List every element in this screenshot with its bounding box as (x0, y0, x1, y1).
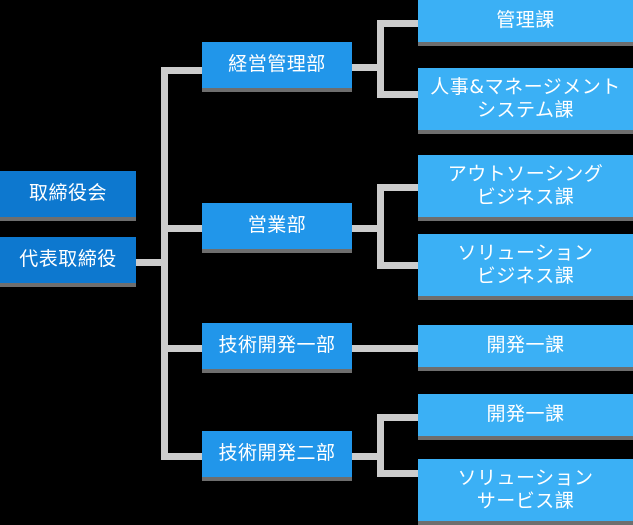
connector-mgmt-to-admin (377, 20, 421, 27)
node-mgmt-div-label: 経営管理部 (228, 53, 326, 76)
node-board-label: 取締役会 (28, 182, 107, 205)
node-dev-sec-2[interactable]: 開発一課 (418, 394, 633, 440)
node-dev-sec-1-label: 開発一課 (486, 334, 565, 357)
connector-techdev2-to-dev2 (377, 414, 421, 421)
connector-trunk-to-techdev1 (161, 345, 206, 352)
node-ceo[interactable]: 代表取締役 (0, 237, 136, 287)
connector-techdev1-to-dev1 (352, 345, 421, 352)
node-hr-sys-sec[interactable]: 人事&マネージメント システム課 (418, 68, 633, 134)
node-tech-dev-2-label: 技術開発二部 (218, 442, 336, 465)
node-tech-dev-1-label: 技術開発一部 (218, 334, 336, 357)
node-ceo-label: 代表取締役 (19, 248, 117, 271)
connector-trunk-to-mgmt (161, 67, 206, 74)
connector-sales-to-outsourcing (377, 184, 421, 191)
node-admin-sec-label: 管理課 (496, 9, 555, 32)
node-sales-div[interactable]: 営業部 (202, 203, 352, 253)
node-hr-sys-sec-label: 人事&マネージメント システム課 (430, 75, 621, 121)
connector-sales-vertical (377, 184, 384, 269)
connector-mgmt-stem (352, 64, 384, 71)
connector-sales-to-solutionbiz (377, 262, 421, 269)
node-board[interactable]: 取締役会 (0, 171, 136, 221)
node-solution-svc-sec[interactable]: ソリューション サービス課 (418, 459, 633, 525)
node-sales-div-label: 営業部 (247, 214, 307, 237)
node-solution-biz-sec[interactable]: ソリューション ビジネス課 (418, 234, 633, 300)
node-solution-biz-sec-label: ソリューション ビジネス課 (457, 241, 594, 287)
connector-techdev2-stem (352, 453, 384, 460)
node-solution-svc-sec-label: ソリューション サービス課 (457, 466, 594, 512)
connector-techdev2-to-solutionsvc (377, 470, 421, 477)
node-outsourcing-sec[interactable]: アウトソーシング ビジネス課 (418, 155, 633, 221)
connector-mgmt-vertical (377, 20, 384, 98)
connector-trunk-to-techdev2 (161, 453, 206, 460)
connector-mgmt-to-hrsys (377, 91, 421, 98)
node-outsourcing-sec-label: アウトソーシング ビジネス課 (447, 162, 604, 208)
node-tech-dev-2[interactable]: 技術開発二部 (202, 431, 352, 481)
connector-ceo-stub (132, 259, 168, 266)
connector-trunk-to-sales (161, 225, 206, 232)
node-dev-sec-1[interactable]: 開発一課 (418, 325, 633, 371)
node-tech-dev-1[interactable]: 技術開発一部 (202, 323, 352, 373)
connector-techdev2-vertical (377, 414, 384, 477)
node-admin-sec[interactable]: 管理課 (418, 0, 633, 46)
node-dev-sec-2-label: 開発一課 (486, 403, 565, 426)
connector-trunk-vertical (161, 67, 168, 460)
node-mgmt-div[interactable]: 経営管理部 (202, 42, 352, 92)
connector-sales-stem (352, 225, 384, 232)
